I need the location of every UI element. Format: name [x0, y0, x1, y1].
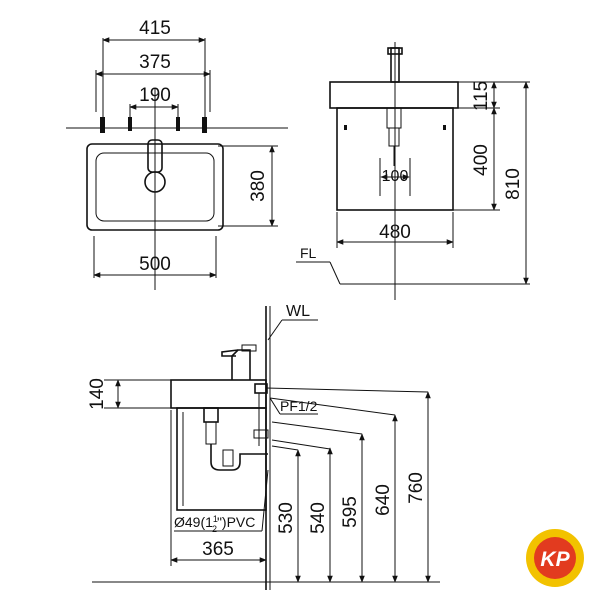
basin-side [170, 379, 267, 409]
basin-outer [86, 143, 224, 231]
inlet-label: PF1/2 [280, 398, 318, 414]
wl-leader [267, 319, 283, 341]
faucet-head-top [144, 171, 166, 193]
wall-line-label: WL [286, 303, 310, 320]
dim-190: 190 [139, 85, 171, 106]
wall-bracket-left [100, 117, 105, 133]
siphon-side [203, 407, 219, 423]
dim-400: 400 [471, 144, 492, 176]
top-view: 415 375 190 500 380 [66, 18, 288, 290]
cabinet-side [176, 407, 267, 511]
dim-115: 115 [471, 81, 492, 111]
dim-760: 760 [406, 472, 427, 504]
dim-595: 595 [340, 496, 361, 528]
dim-540: 540 [308, 502, 329, 534]
dim-500: 500 [139, 254, 171, 275]
front-view: 100 115 400 810 480 FL [296, 42, 530, 300]
dim-140: 140 [87, 378, 108, 410]
dim-380: 380 [248, 170, 269, 202]
dim-365: 365 [202, 539, 234, 560]
wall-bracket-right [202, 117, 207, 133]
siphon-front [386, 107, 402, 129]
logo-text: KP [540, 548, 570, 571]
basin-top-front [329, 81, 459, 109]
dim-375: 375 [139, 52, 171, 73]
brand-logo: KP [526, 529, 584, 587]
dim-480: 480 [379, 222, 411, 243]
logo-inner [534, 537, 576, 579]
dim-810: 810 [503, 168, 524, 200]
faucet-side [231, 349, 251, 380]
basin-bowl [95, 152, 215, 222]
floor-level-label: FL [300, 245, 317, 261]
dim-640: 640 [373, 484, 394, 516]
dim-530: 530 [276, 502, 297, 534]
dim-415: 415 [139, 18, 171, 39]
